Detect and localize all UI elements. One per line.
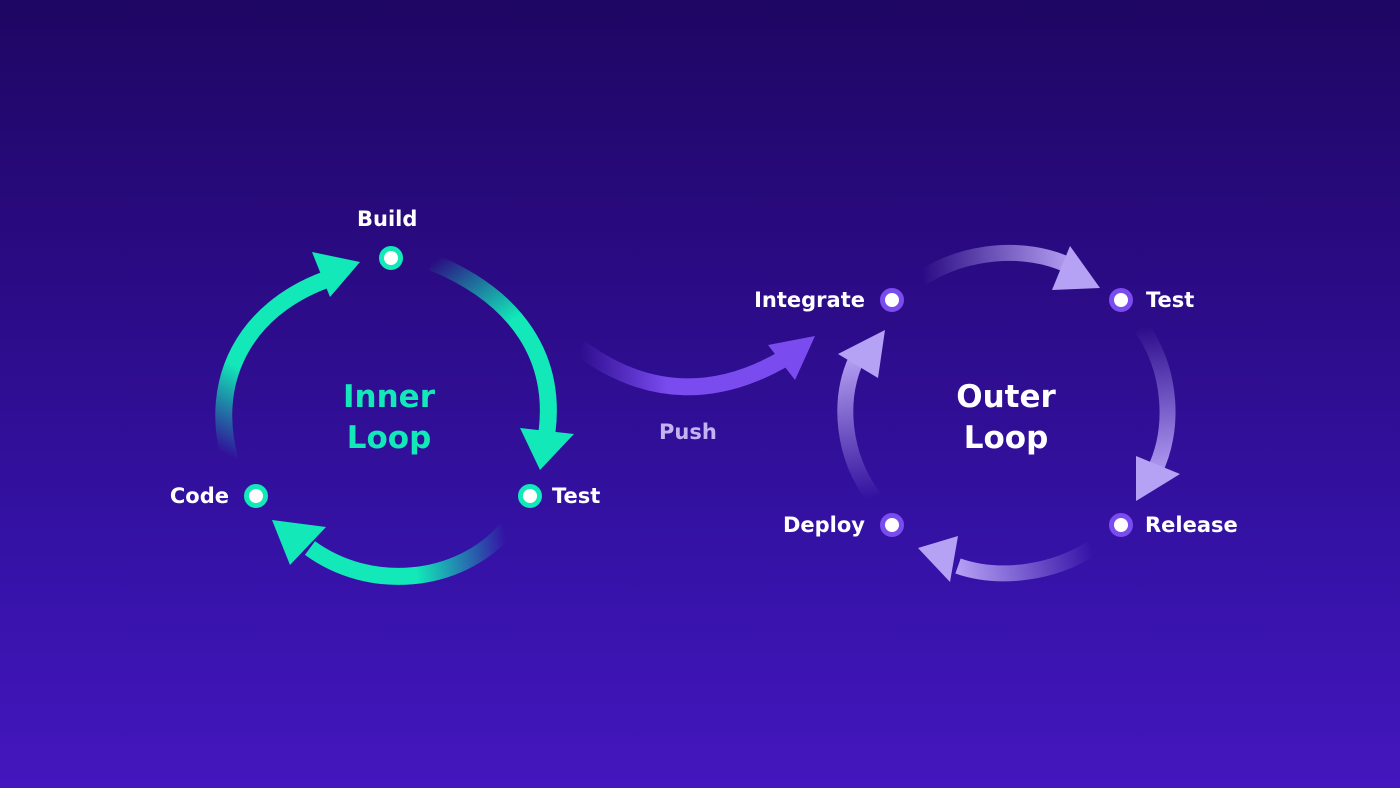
inner-arrow-test-to-code: [272, 520, 513, 585]
inner-label-test: Test: [552, 484, 601, 508]
outer-node-test: [1109, 288, 1133, 312]
push-arrow: [574, 336, 815, 396]
inner-arrow-code-to-build: [215, 252, 360, 463]
inner-node-code: [244, 484, 268, 508]
inner-arrow-build-to-test: [428, 254, 574, 470]
outer-arrow-integrate-to-test: [917, 244, 1100, 290]
outer-arrow-release-to-deploy: [918, 536, 1097, 582]
outer-loop-title: Outer Loop: [896, 377, 1116, 459]
outer-label-test: Test: [1146, 288, 1195, 312]
inner-loop-title: Inner Loop: [279, 377, 499, 459]
inner-label-code: Code: [169, 484, 229, 508]
outer-label-release: Release: [1145, 513, 1238, 537]
inner-loop-title-line2: Loop: [346, 420, 432, 456]
outer-loop-title-line2: Loop: [963, 420, 1049, 456]
outer-label-deploy: Deploy: [782, 513, 865, 537]
inner-node-test: [518, 484, 542, 508]
outer-arrow-test-to-release: [1135, 323, 1180, 501]
outer-node-release: [1109, 513, 1133, 537]
outer-label-integrate: Integrate: [754, 288, 865, 312]
inner-loop-title-line1: Inner: [343, 379, 435, 415]
push-label: Push: [659, 420, 717, 444]
inner-node-build: [379, 246, 403, 270]
inner-label-build: Build: [357, 207, 418, 231]
outer-loop-title-line1: Outer: [956, 379, 1056, 415]
outer-arrow-deploy-to-integrate: [837, 330, 885, 503]
outer-node-deploy: [880, 513, 904, 537]
outer-node-integrate: [880, 288, 904, 312]
